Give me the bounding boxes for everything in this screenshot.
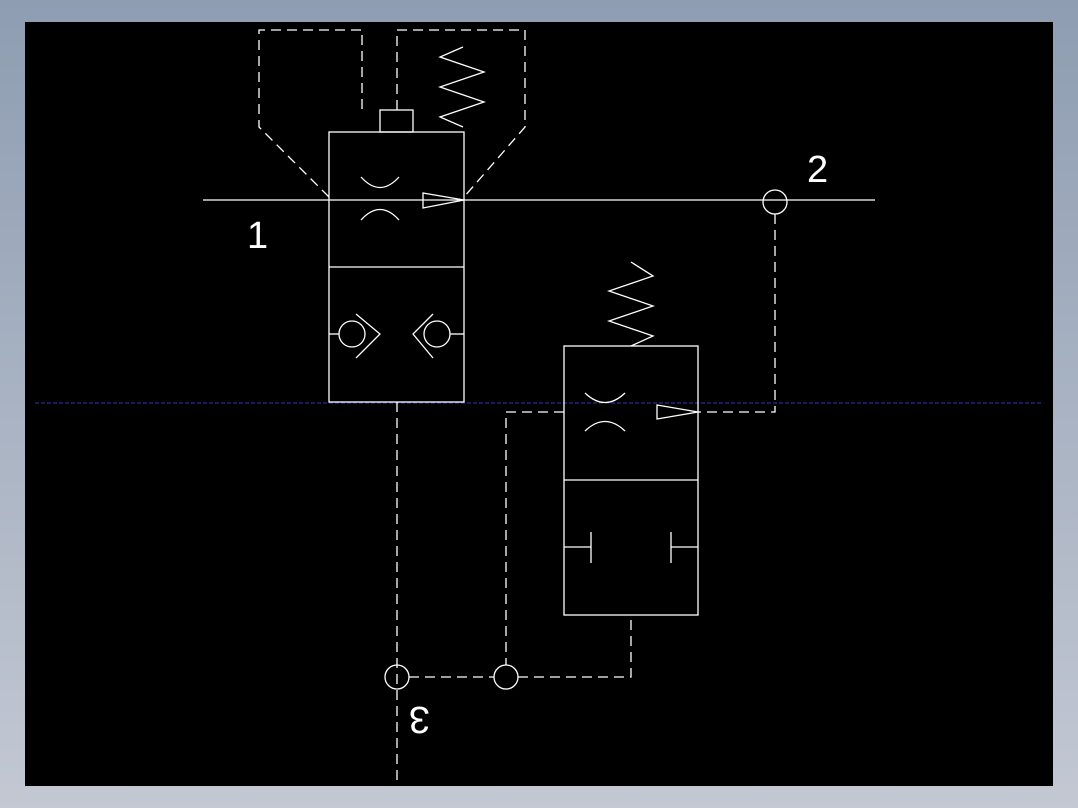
junction-port-2-icon[interactable] <box>762 189 788 215</box>
check-valve-left-ball-icon <box>338 320 366 348</box>
check-valve-left-seat-icon <box>355 313 381 359</box>
junction-secondary-exhaust-icon[interactable] <box>493 664 519 690</box>
check-valve-right-ball-icon <box>423 320 451 348</box>
secondary-valve[interactable] <box>563 261 699 616</box>
secondary-valve-orifice-icon <box>584 392 626 432</box>
pilot-lines <box>396 214 776 786</box>
pneumatic-valve-schematic: 1 2 3 <box>35 29 1043 786</box>
port-label-2: 2 <box>807 149 828 191</box>
cad-drawing-viewport[interactable]: 1 2 3 <box>25 22 1053 786</box>
main-valve-actuator-stem <box>379 109 414 133</box>
port-label-3: 3 <box>409 698 430 740</box>
secondary-valve-flow-arrow-icon <box>656 404 699 420</box>
main-valve-pilot-housing <box>258 29 526 198</box>
main-valve[interactable] <box>328 46 487 403</box>
secondary-valve-spring-icon <box>606 261 656 347</box>
main-valve-orifice-icon <box>360 176 400 221</box>
check-valve-right-seat-icon <box>412 313 434 359</box>
main-valve-spring-icon <box>437 46 487 128</box>
junction-port-3-left-icon[interactable] <box>384 664 410 690</box>
port-label-1: 1 <box>247 215 268 257</box>
